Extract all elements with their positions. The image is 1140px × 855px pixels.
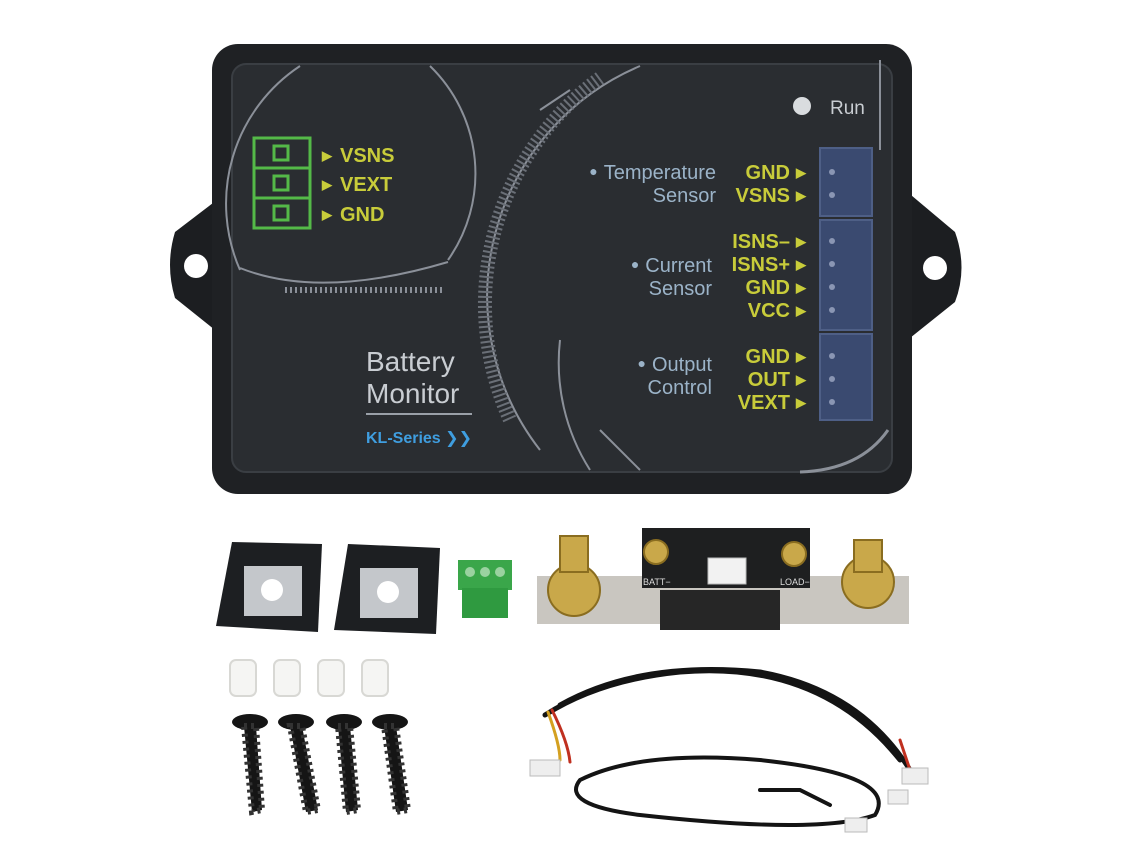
- current-sensor-label-2: Sensor: [648, 278, 712, 300]
- left-decor-ring: [225, 65, 477, 293]
- spacer: [317, 659, 345, 697]
- spacer: [361, 659, 389, 697]
- temperature-sensor-label-2: Sensor: [652, 185, 716, 207]
- right-mount-hole: [923, 256, 947, 280]
- run-led: [793, 97, 811, 115]
- green-terminal-block: [458, 560, 512, 618]
- current-shunt: [537, 528, 909, 630]
- output-pin-label: GND▶: [745, 346, 806, 368]
- spacer: [229, 659, 257, 697]
- screws: [232, 714, 412, 816]
- screw: [372, 714, 412, 816]
- screw: [326, 714, 362, 816]
- output-pin-label: VEXT▶: [737, 392, 806, 414]
- left-pin-label: ▶VSNS: [322, 145, 395, 167]
- temperature-probe-cable: [574, 755, 909, 833]
- shunt-load-label: LOAD−: [780, 577, 810, 587]
- product-title-line1: Battery: [366, 346, 455, 377]
- series-label: KL-Series ❯❯: [366, 430, 472, 447]
- output-pin-label: OUT▶: [747, 369, 806, 391]
- left-pin-label: ▶GND: [322, 204, 385, 226]
- current-pin-label: GND▶: [745, 277, 806, 299]
- shunt-batt-label: BATT−: [643, 577, 671, 587]
- temperature-pin-label: VSNS▶: [735, 185, 806, 207]
- screw: [278, 714, 322, 816]
- right-decor-ring: [477, 60, 890, 474]
- output-control-label: ●Output: [637, 354, 712, 376]
- double-chevron-right-icon: ❯❯: [445, 430, 472, 447]
- left-pin-label: ▶VEXT: [322, 174, 393, 196]
- output-control-label-2: Control: [647, 377, 712, 399]
- mounting-pad: [216, 542, 322, 632]
- sensor-cable: [529, 666, 929, 785]
- screw: [232, 714, 268, 816]
- connector-temperature: [819, 147, 873, 217]
- run-label: Run: [830, 98, 865, 119]
- temperature-pin-label: GND▶: [745, 162, 806, 184]
- monitor-panel: [231, 63, 893, 473]
- connector-blocks: [819, 147, 873, 421]
- connector-current: [819, 219, 873, 331]
- mounting-pad: [334, 544, 440, 634]
- temperature-sensor-label: ●Temperature: [589, 162, 716, 184]
- left-mount-hole: [184, 254, 208, 278]
- current-pin-label: VCC▶: [747, 300, 806, 322]
- current-pin-label: ISNS+▶: [731, 254, 806, 276]
- current-pin-label: ISNS–▶: [732, 231, 806, 253]
- mounting-pads: [216, 542, 440, 634]
- spacers: [229, 659, 389, 697]
- current-sensor-label: ●Current: [630, 255, 712, 277]
- terminal-block-icon: [252, 136, 312, 230]
- product-title-line2: Monitor: [366, 378, 460, 409]
- connector-output: [819, 333, 873, 421]
- spacer: [273, 659, 301, 697]
